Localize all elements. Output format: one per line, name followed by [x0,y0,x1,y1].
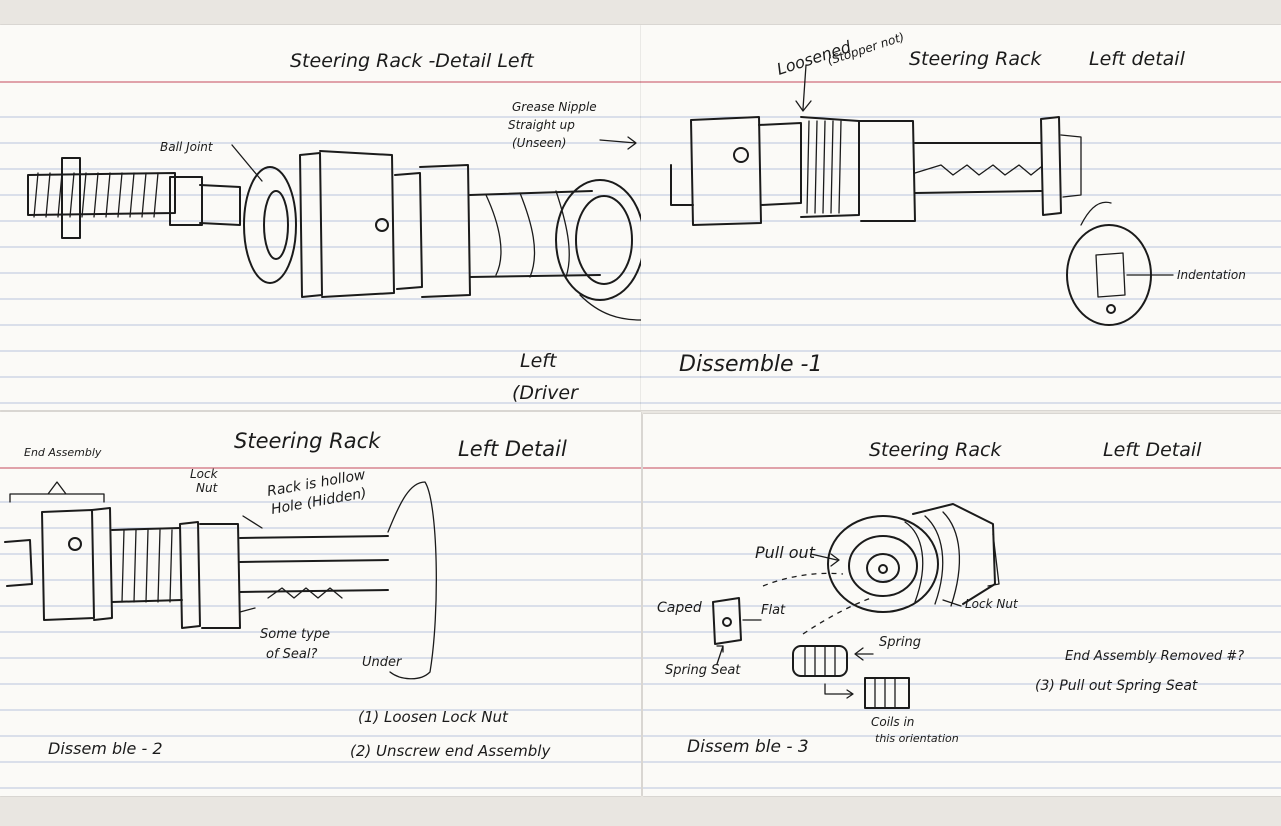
card-c-title-right: Left Detail [458,437,567,461]
coils-label-line2: this orientation [875,732,959,745]
unseen-label: (Unseen) [512,136,566,150]
card-d-drawing: Steering Rack Left Detail Pull out Caped… [643,439,1281,789]
card-c-rules [0,467,641,789]
card-b-rack-sketch [670,64,1174,326]
card-b-rules [641,81,1281,404]
card-c-drawing: End Assembly Steering Rack Left Detail L… [0,429,641,789]
step-2-label: (2) Unscrew end Assembly [350,742,551,760]
coils-label-line1: Coils in [871,715,914,729]
index-card-dissemble-1: Loosened (Stopper not) Steering Rack Lef… [641,25,1281,410]
card-a-drawing: Steering Rack -Detail Left Ball Joint Gr… [0,50,641,404]
ball-joint-label: Ball Joint [160,140,214,154]
card-d-rules [643,467,1281,789]
grease-nipple-label: Grease Nipple [512,100,597,114]
end-assembly-removed-label: End Assembly Removed #? [1065,649,1244,664]
spring-seat-label: Spring Seat [665,663,741,678]
index-card-dissemble-2: End Assembly Steering Rack Left Detail L… [0,412,641,796]
index-card-detail-left: Steering Rack -Detail Left Ball Joint Gr… [0,25,641,410]
capped-label: Caped [657,600,702,616]
end-assembly-label: End Assembly [24,446,102,459]
straight-up-label: Straight up [508,118,575,132]
seal-label-line2: of Seal? [266,647,317,662]
card-c-rack-sketch [4,481,437,680]
step-3-label: (3) Pull out Spring Seat [1035,678,1198,694]
side-left-label: Left [520,350,558,372]
under-label: Under [362,655,403,670]
spring-label: Spring [879,635,921,650]
lock-nut-label-line2: Nut [196,481,219,495]
step-1-label: (1) Loosen Lock Nut [358,708,509,726]
card-a-rack-sketch [27,136,641,321]
pull-out-label: Pull out [755,543,816,562]
card-d-title: Steering Rack [869,439,1002,461]
card-b-title: Steering Rack [909,48,1042,70]
card-b-drawing: Loosened (Stopper not) Steering Rack Lef… [641,30,1281,404]
flat-label: Flat [761,603,786,618]
lock-nut-label-line1: Lock [190,467,219,481]
card-d-end-assembly-sketch [712,503,1000,709]
card-c-step-label: Dissem ble - 2 [48,739,163,758]
card-a-title: Steering Rack -Detail Left [290,50,535,72]
card-b-title-right: Left detail [1089,48,1186,70]
card-d-title-right: Left Detail [1103,439,1202,461]
indentation-label: Indentation [1177,268,1246,282]
side-driver-label: (Driver [512,382,579,404]
lock-nut-label: Lock Nut [965,597,1019,611]
seal-label-line1: Some type [260,627,330,642]
index-card-dissemble-3: Steering Rack Left Detail Pull out Caped… [643,414,1281,796]
card-d-step-label: Dissem ble - 3 [687,737,809,757]
card-b-step-label: Dissemble -1 [679,352,822,377]
card-c-title: Steering Rack [234,429,381,453]
